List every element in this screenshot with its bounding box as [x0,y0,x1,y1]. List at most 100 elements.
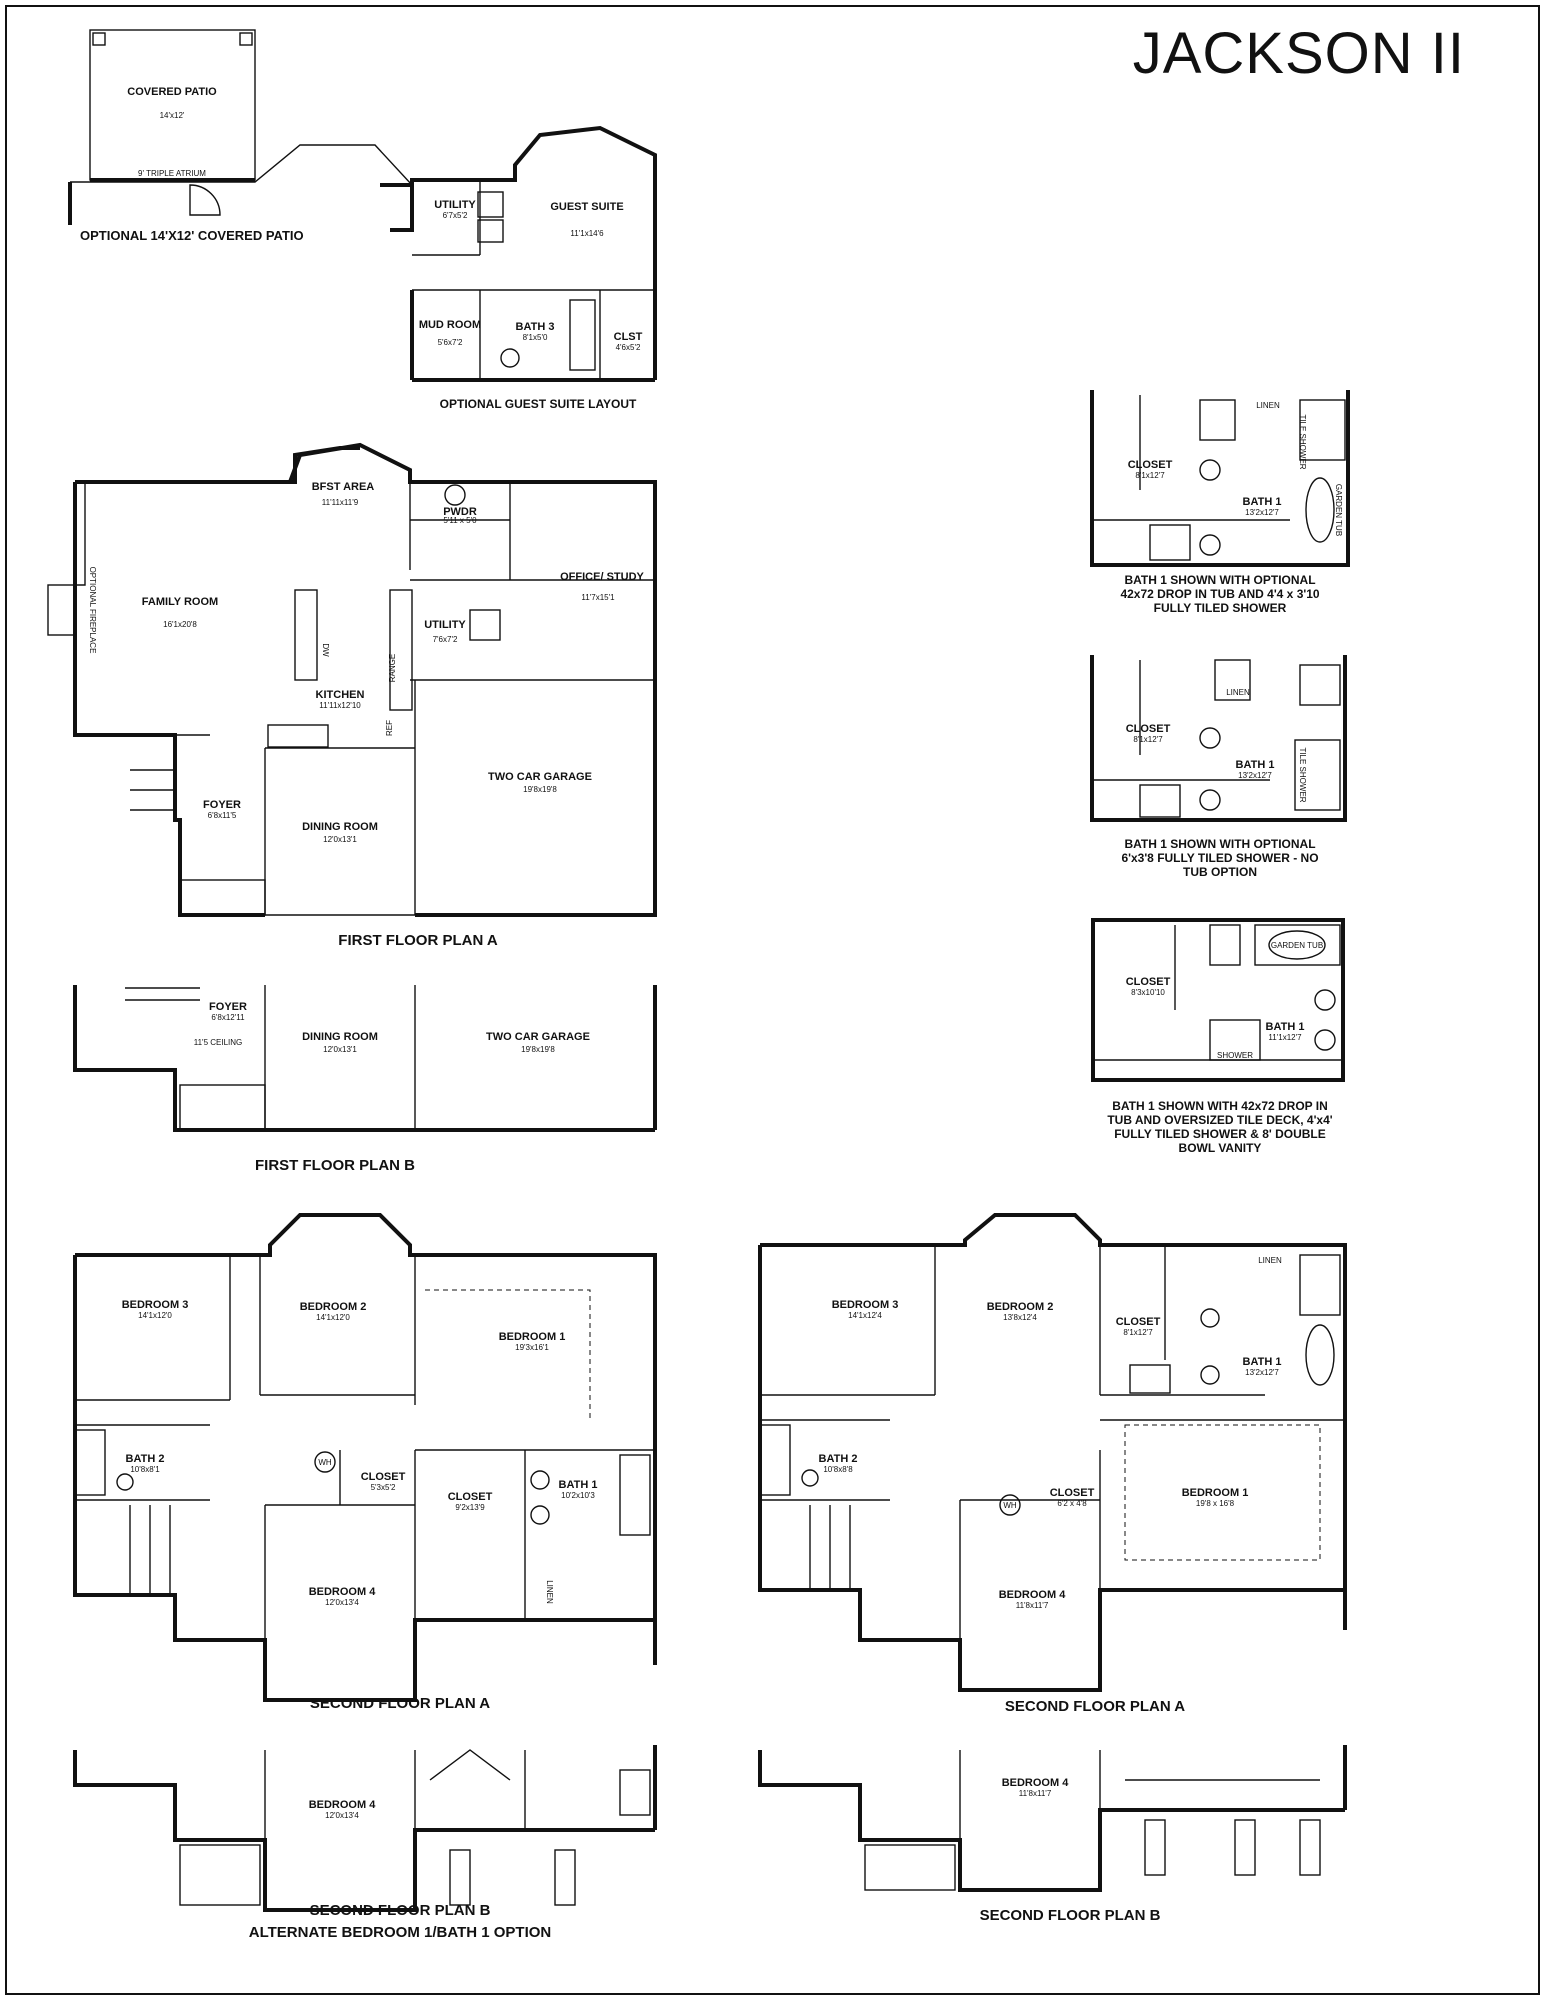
garage-label: TWO CAR GARAGE [488,771,592,783]
l-closet-big-dim: 9'2x13'9 [455,1503,485,1512]
first-floor-b-caption: FIRST FLOOR PLAN B [255,1157,415,1174]
opt3-bath-label: BATH 1 [1266,1021,1305,1033]
b-garage-dim: 19'8x19'8 [521,1045,555,1054]
l-bed4-dim: 12'0x13'4 [325,1598,359,1607]
opt1-linen-label: LINEN [1256,401,1280,410]
mud-room-dim: 5'6x7'2 [438,338,463,347]
second-floor-a-right-caption: SECOND FLOOR PLAN A [1005,1698,1185,1715]
opt2-caption-line2: 6'x3'8 FULLY TILED SHOWER - NO [1121,851,1318,865]
r-bed1-dim: 19'8 x 16'8 [1196,1499,1235,1508]
guest-utility-label: UTILITY [434,199,476,211]
r-closet2-dim: 6'2 x 4'8 [1057,1499,1087,1508]
second-floor-a-left-caption: SECOND FLOOR PLAN A [310,1695,490,1712]
bath-option-3: CLOSET 8'3x10'10 BATH 1 11'1x12'7 GARDEN… [1091,918,1345,1155]
ref-label: REF [385,720,394,736]
opt2-caption-line3: TUB OPTION [1183,865,1257,879]
l-closet-small-label: CLOSET [361,1471,406,1483]
family-room-dim: 16'1x20'8 [163,620,197,629]
covered-patio-dim: 14'x12' [160,111,185,120]
r-bath1-dim: 13'2x12'7 [1245,1368,1279,1377]
l-water-heater-label: WH [318,1458,332,1467]
second-floor-plan-b-left: BEDROOM 4 12'0x13'4 SECOND FLOOR PLAN B … [73,1745,657,1941]
triple-atrium-label: 9' TRIPLE ATRIUM [138,169,206,178]
r-bed2-dim: 13'8x12'4 [1003,1313,1037,1322]
kitchen-label: KITCHEN [316,689,365,701]
opt1-closet-dim: 8'1x12'7 [1135,471,1165,480]
r-bed4-dim: 11'8x11'7 [1016,1601,1049,1610]
second-floor-plan-a-left: BEDROOM 3 14'1x12'0 BEDROOM 2 14'1x12'0 … [73,1213,657,1712]
guest-suite-dim: 11'1x14'6 [570,229,604,238]
opt2-tile-shower-label: TILE SHOWER [1298,747,1307,802]
b-right-bed4-dim: 11'8x11'7 [1019,1789,1052,1798]
guest-suite-plan: UTILITY 6'7x5'2 GUEST SUITE 11'1x14'6 MU… [380,125,657,411]
garage-dim: 19'8x19'8 [523,785,557,794]
b-ceiling-label: 11'5 CEILING [194,1038,243,1047]
opt1-bath-dim: 13'2x12'7 [1245,508,1279,517]
opt3-caption-line3: FULLY TILED SHOWER & 8' DOUBLE [1114,1127,1326,1141]
l-bed1-label: BEDROOM 1 [499,1331,566,1343]
range-label: RANGE [388,654,397,682]
first-floor-plan-b: FOYER 6'8x12'11 11'5 CEILING DINING ROOM… [73,985,657,1174]
r-bath2-label: BATH 2 [819,1453,858,1465]
opt1-bath-label: BATH 1 [1243,496,1282,508]
bath-option-2: CLOSET 8'1x12'7 BATH 1 13'2x12'7 LINEN T… [1090,655,1347,879]
b-dining-label: DINING ROOM [302,1031,378,1043]
r-bed3-dim: 14'1x12'4 [848,1311,882,1320]
powder-dim: 5'11 x 5'0 [443,516,477,525]
opt2-linen-label: LINEN [1226,688,1250,697]
l-bed2-label: BEDROOM 2 [300,1301,367,1313]
opt1-tile-shower-label: TILE SHOWER [1298,414,1307,469]
bath-option-1: CLOSET 8'1x12'7 BATH 1 13'2x12'7 LINEN T… [1090,390,1350,615]
first-floor-plan-a: BFST AREA 11'11x11'9 PWDR 5'11 x 5'0 OFF… [47,442,657,949]
opt2-caption-line1: BATH 1 SHOWN WITH OPTIONAL [1124,837,1315,851]
dining-room-dim: 12'0x13'1 [323,835,357,844]
l-bed3-label: BEDROOM 3 [122,1299,189,1311]
first-utility-dim: 7'6x7'2 [433,635,458,644]
opt3-bath-dim: 11'1x12'7 [1268,1033,1302,1042]
b-left-bed4-dim: 12'0x13'4 [325,1811,359,1820]
b-foyer-label: FOYER [209,1001,247,1013]
opt1-caption-line3: FULLY TILED SHOWER [1154,601,1287,615]
foyer-dim: 6'8x11'5 [208,811,237,820]
bfst-area-dim: 11'11x11'9 [322,498,359,507]
dining-room-label: DINING ROOM [302,821,378,833]
guest-closet-label: CLST [614,331,643,343]
office-study-label: OFFICE/ STUDY [560,571,644,583]
optional-fireplace-label: OPTIONAL FIREPLACE [88,567,97,654]
b-garage-label: TWO CAR GARAGE [486,1031,590,1043]
r-bath1-label: BATH 1 [1243,1356,1282,1368]
opt3-shower-label: SHOWER [1217,1051,1253,1060]
second-floor-plan-b-right: BEDROOM 4 11'8x11'7 SECOND FLOOR PLAN B [758,1745,1347,1924]
first-floor-a-caption: FIRST FLOOR PLAN A [338,932,498,949]
l-bed2-dim: 14'1x12'0 [316,1313,350,1322]
first-utility-label: UTILITY [424,619,466,631]
family-room-label: FAMILY ROOM [142,596,218,608]
r-bed1-label: BEDROOM 1 [1182,1487,1249,1499]
opt2-closet-dim: 8'1x12'7 [1133,735,1163,744]
r-closet-dim: 8'1x12'7 [1123,1328,1153,1337]
l-bath1-dim: 10'2x10'3 [561,1491,595,1500]
l-closet-small-dim: 5'3x5'2 [371,1483,396,1492]
guest-closet-dim: 4'6x5'2 [616,343,641,352]
b-dining-dim: 12'0x13'1 [323,1045,357,1054]
opt2-bath-dim: 13'2x12'7 [1238,771,1272,780]
bath3-dim: 8'1x5'0 [523,333,548,342]
guest-suite-label: GUEST SUITE [550,201,623,213]
opt2-bath-label: BATH 1 [1236,759,1275,771]
r-bed4-label: BEDROOM 4 [999,1589,1067,1601]
opt1-caption-line2: 42x72 DROP IN TUB AND 4'4 x 3'10 [1120,587,1319,601]
second-floor-b-left-caption: SECOND FLOOR PLAN B [310,1902,491,1919]
opt3-caption-line2: TUB AND OVERSIZED TILE DECK, 4'x4' [1107,1113,1332,1127]
office-study-dim: 11'7x15'1 [581,593,615,602]
second-floor-b-left-caption2: ALTERNATE BEDROOM 1/BATH 1 OPTION [249,1924,552,1941]
powder-label: PWDR [443,506,477,518]
r-closet2-label: CLOSET [1050,1487,1095,1499]
l-bed3-dim: 14'1x12'0 [138,1311,172,1320]
plan-title: JACKSON II [1132,21,1465,86]
b-left-bed4-label: BEDROOM 4 [309,1799,377,1811]
b-right-bed4-label: BEDROOM 4 [1002,1777,1070,1789]
l-bath1-label: BATH 1 [559,1479,598,1491]
bfst-area-label: BFST AREA [312,481,375,493]
opt1-caption-line1: BATH 1 SHOWN WITH OPTIONAL [1124,573,1315,587]
